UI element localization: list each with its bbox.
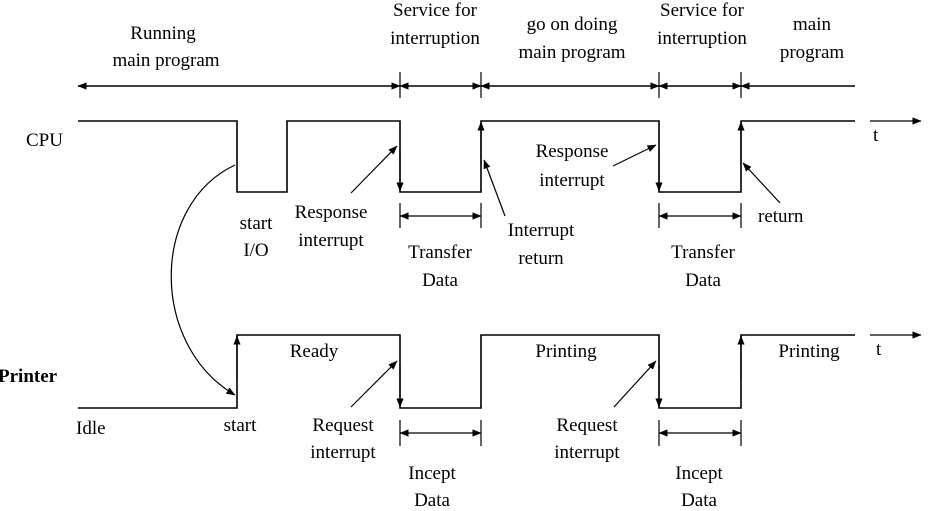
cpu-transfer1-line1: Transfer <box>408 242 472 263</box>
printer-incept2-line1: Incept <box>675 463 723 484</box>
cpu-transfer2-span <box>658 203 742 228</box>
printer-incept1-line2: Data <box>414 490 450 511</box>
cpu-interrupt-return-pointer <box>483 159 506 217</box>
cpu-return-label: return <box>758 206 804 227</box>
cpu-response1-line1: Response <box>295 202 368 223</box>
cpu-response1-pointer <box>350 145 398 194</box>
printer-ready-label: Ready <box>290 341 339 362</box>
cpu-response1-line2: interrupt <box>298 230 364 251</box>
cpu-transfer2-line1: Transfer <box>671 242 735 263</box>
printer-request2-line2: interrupt <box>554 442 620 463</box>
printer-printing1-label: Printing <box>535 341 597 362</box>
printer-printing2-label: Printing <box>778 341 840 362</box>
phase-main-line2: program <box>780 42 845 63</box>
printer-idle-label: Idle <box>76 418 106 439</box>
printer-start-label: start <box>224 415 257 436</box>
printer-request1-line2: interrupt <box>310 442 376 463</box>
phase-dimension-line <box>77 72 855 98</box>
printer-incept2-line2: Data <box>681 490 717 511</box>
cpu-row-label: CPU <box>26 130 63 151</box>
printer-time-axis-label: t <box>876 339 882 360</box>
cpu-transfer1-line2: Data <box>422 270 458 291</box>
printer-request1-line1: Request <box>312 415 374 436</box>
printer-incept1-line1: Incept <box>408 463 456 484</box>
phase-service1-line2: interruption <box>390 28 480 49</box>
cpu-time-axis-label: t <box>873 125 879 146</box>
cpu-waveform <box>78 120 855 193</box>
cpu-transfer2-line2: Data <box>685 270 721 291</box>
cpu-start-io-line2: I/O <box>243 240 268 261</box>
cpu-return-pointer <box>742 162 781 204</box>
printer-request1-pointer <box>350 360 398 408</box>
printer-request2-line1: Request <box>556 415 618 436</box>
phase-running-main-line2: main program <box>112 50 219 71</box>
cpu-response2-pointer <box>612 144 657 167</box>
phase-main-line1: main <box>793 14 831 35</box>
printer-incept2-span <box>658 420 742 446</box>
printer-incept1-span <box>399 420 482 446</box>
printer-waveform <box>78 334 855 409</box>
start-io-to-printer-arrow <box>170 164 236 396</box>
phase-running-main-line1: Running <box>130 23 196 44</box>
phase-service2-line1: Service for <box>660 0 745 21</box>
cpu-interrupt-return-line1: Interrupt <box>508 220 575 241</box>
cpu-response2-line2: interrupt <box>539 170 605 191</box>
phase-go-on-line2: main program <box>518 42 625 63</box>
printer-row-label: Printer <box>0 366 58 387</box>
phase-go-on-line1: go on doing <box>527 14 618 35</box>
printer-request2-pointer <box>613 360 657 408</box>
phase-service1-line1: Service for <box>393 0 478 21</box>
cpu-interrupt-return-line2: return <box>518 248 564 269</box>
cpu-transfer1-span <box>399 203 482 228</box>
cpu-response2-line1: Response <box>536 141 609 162</box>
cpu-start-io-line1: start <box>240 213 273 234</box>
phase-service2-line2: interruption <box>657 28 747 49</box>
